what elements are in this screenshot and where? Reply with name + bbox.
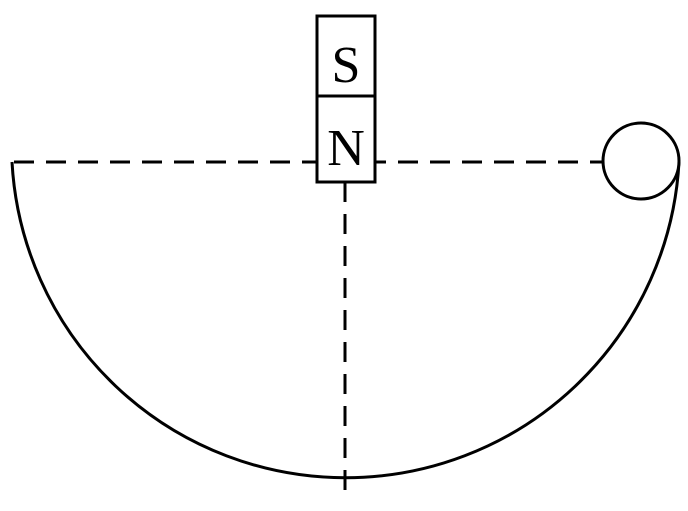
north-pole-label: N: [327, 120, 365, 177]
semicircular-track: [10, 161, 681, 480]
north-pole-block: [315, 94, 377, 184]
ball: [601, 121, 681, 201]
south-pole-block: [315, 14, 377, 98]
south-pole-label: S: [332, 37, 361, 94]
bar-magnet: S N: [315, 14, 377, 184]
